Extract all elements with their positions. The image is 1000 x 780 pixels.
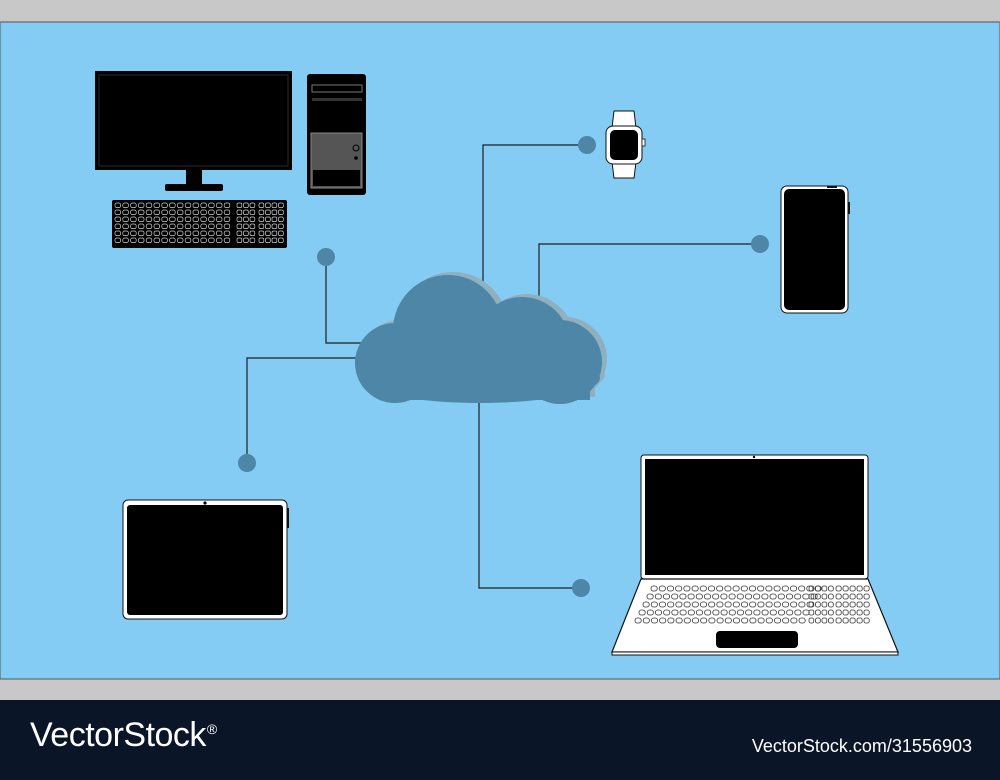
connector-desktop [325, 257, 362, 344]
connector-lines [246, 144, 760, 589]
connector-phone [538, 243, 760, 305]
connector-nodes [238, 136, 769, 597]
image-credit: VectorStock.com/31556903 [751, 736, 972, 756]
connector-laptop [478, 400, 581, 589]
connector-tablet [246, 357, 356, 463]
node-laptop [572, 579, 590, 597]
connector-watch [482, 144, 587, 292]
node-phone [751, 235, 769, 253]
desktop-computer-icon [95, 71, 366, 248]
vectorstock-logo: VectorStock® [30, 716, 217, 755]
node-watch [578, 136, 596, 154]
node-desktop [317, 248, 335, 266]
tablet-icon [122, 499, 289, 620]
watermark-bar: VectorStock® VectorStock.com/31556903 [0, 700, 1000, 780]
brand-text: VectorStock [30, 716, 206, 754]
cloud-icon [355, 272, 607, 404]
smartphone-icon [780, 185, 850, 314]
touchpad [716, 631, 798, 648]
smartwatch-icon [605, 110, 646, 179]
node-tablet [238, 454, 256, 472]
registered-mark: ® [206, 720, 217, 737]
laptop-icon [611, 454, 899, 656]
